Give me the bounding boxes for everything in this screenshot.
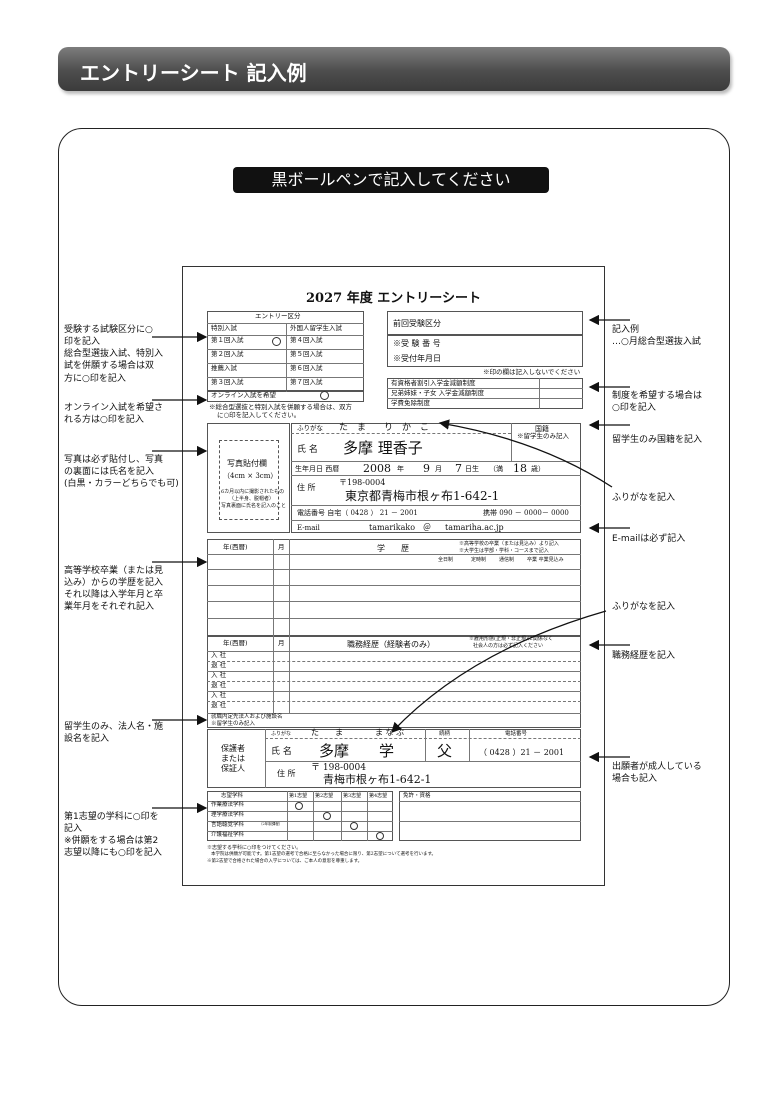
note-education: 高等学校卒業（または見込み）からの学歴を記入それ以降は入学年月と卒業年月をそれぞ… xyxy=(64,566,164,613)
note-guardian: 出願者が成人している場合も記入 xyxy=(612,762,702,785)
entry-section xyxy=(207,311,364,392)
section-header: エントリーシート 記入例 xyxy=(58,47,730,91)
section-title: エントリーシート 記入例 xyxy=(80,61,307,85)
note-example: 記入例…○月総合型選抜入試 xyxy=(612,325,701,348)
note-furigana: ふりがなを記入 xyxy=(612,493,676,503)
note-nationality: 留学生のみ国籍を記入 xyxy=(612,435,703,445)
department-choice-table xyxy=(207,791,393,841)
note-guardian-furigana: ふりがなを記入 xyxy=(612,602,676,612)
selected-circle xyxy=(272,337,281,346)
guardian-name: 多摩 学 xyxy=(319,742,395,760)
online-circle xyxy=(320,391,329,400)
note-work-history: 職務経歴を記入 xyxy=(612,651,676,661)
entry-sheet-form: 2027 年度 エントリーシート エントリー区分 特別入試 外国人留学生入試 第… xyxy=(182,266,605,886)
applicant-address: 東京都青梅市根ヶ布1-642-1 xyxy=(345,489,500,503)
note-exam-type: 受験する試験区分に○印を記入総合型選抜入試、特別入試を併願する場合は双方に○印を… xyxy=(64,325,164,384)
content-panel xyxy=(58,128,730,1006)
applicant-name: 多摩 理香子 xyxy=(343,439,423,457)
note-scholarship: 制度を希望する場合は○印を記入 xyxy=(612,391,703,414)
note-online: オンライン入試を希望される方は○印を記入 xyxy=(64,403,164,426)
note-employer: 留学生のみ、法人名・施設名を記入 xyxy=(64,722,164,745)
note-email: E-mailは必ず記入 xyxy=(612,534,686,544)
form-title: 2027 年度 エントリーシート xyxy=(306,291,481,306)
photo-box xyxy=(207,423,290,533)
notice-banner: 黒ボールペンで記入してください xyxy=(233,167,549,193)
entry-heading: エントリー区分 xyxy=(255,312,301,320)
note-photo: 写真は必ず貼付し、写真の裏面には氏名を記入(白黒・カラーどちらでも可) xyxy=(64,455,179,490)
